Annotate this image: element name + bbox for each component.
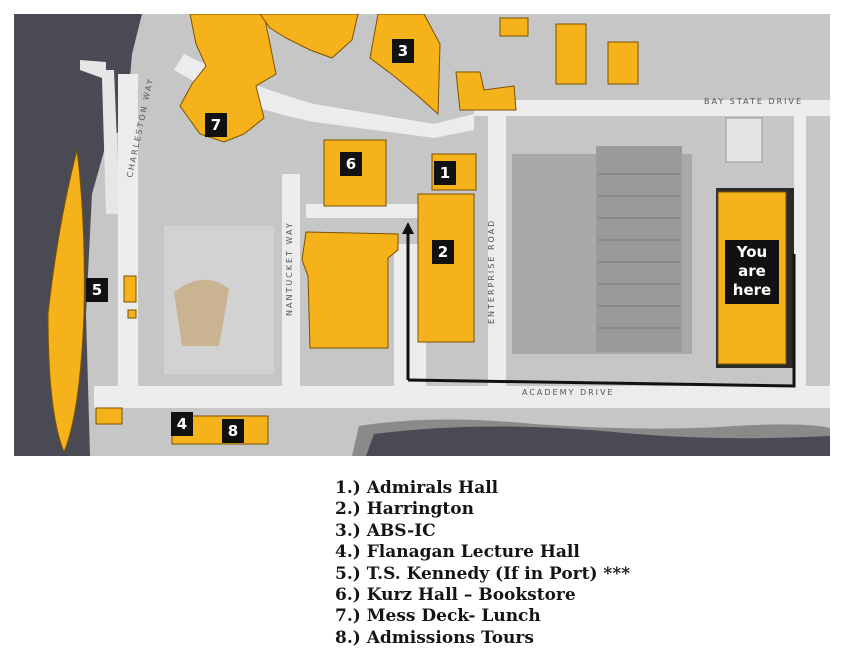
marker-2-label: 2 xyxy=(438,243,448,261)
marker-5[interactable]: 5 xyxy=(86,278,108,302)
you-are-here-marker: You are here xyxy=(725,240,779,304)
you-are-here-line1: You xyxy=(736,243,767,261)
legend-item-abs-ic: 3.) ABS-IC xyxy=(335,520,436,541)
marker-3[interactable]: 3 xyxy=(392,39,414,63)
route-segment xyxy=(407,254,796,388)
marker-1[interactable]: 1 xyxy=(434,161,456,185)
marker-6[interactable]: 6 xyxy=(340,152,362,176)
marker-7-label: 7 xyxy=(211,116,221,134)
ship-ts-kennedy xyxy=(47,149,85,454)
legend-item-flanagan-lecture-hall: 4.) Flanagan Lecture Hall xyxy=(335,542,580,563)
route-arrow-icon xyxy=(402,222,414,234)
football-field xyxy=(596,146,682,352)
marker-2[interactable]: 2 xyxy=(432,240,454,264)
legend-item-harrington: 2.) Harrington xyxy=(335,499,474,520)
road-label-enterprise-road: ENTERPRISE ROAD xyxy=(487,219,496,324)
legend-item-kurz-hall: 6.) Kurz Hall – Bookstore xyxy=(335,585,576,606)
legend-item-admirals-hall: 1.) Admirals Hall xyxy=(335,478,499,498)
marker-4-label: 4 xyxy=(177,415,187,433)
tennis-courts xyxy=(725,117,763,163)
marker-8-label: 8 xyxy=(228,422,238,440)
you-are-here-line2: are xyxy=(738,262,766,280)
marker-7[interactable]: 7 xyxy=(205,113,227,137)
pier xyxy=(80,60,120,214)
baseball-infield xyxy=(174,279,229,346)
you-are-here-line3: here xyxy=(733,281,771,299)
marker-4[interactable]: 4 xyxy=(171,412,193,436)
legend-item-admissions-tours: 8.) Admissions Tours xyxy=(335,627,534,648)
legend-item-ts-kennedy: 5.) T.S. Kennedy (If in Port) *** xyxy=(335,563,631,584)
field-lines xyxy=(598,173,680,329)
road-label-academy-drive: ACADEMY DRIVE xyxy=(522,388,615,397)
marker-1-label: 1 xyxy=(440,164,450,182)
water-bottom-deep xyxy=(366,426,830,456)
road-label-bay-state-drive: BAY STATE DRIVE xyxy=(704,97,803,106)
marker-5-label: 5 xyxy=(92,281,102,299)
marker-8[interactable]: 8 xyxy=(222,419,244,443)
marker-6-label: 6 xyxy=(346,155,356,173)
legend-item-mess-deck: 7.) Mess Deck- Lunch xyxy=(335,606,541,627)
campus-map: BAY STATE DRIVE ACADEMY DRIVE ENTERPRISE… xyxy=(14,14,830,456)
map-legend: 1.) Admirals Hall 2.) Harrington 3.) ABS… xyxy=(335,478,630,649)
marker-3-label: 3 xyxy=(398,42,408,60)
road-label-nantucket-way: NANTUCKET WAY xyxy=(285,221,294,316)
